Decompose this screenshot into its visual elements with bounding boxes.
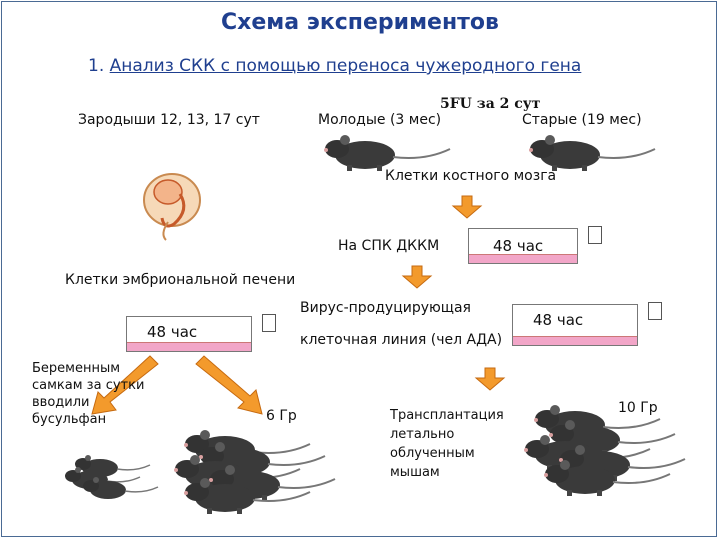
treatment-label: 5FU за 2 сут [440, 96, 540, 112]
culture-medium [127, 342, 251, 351]
section-number: 1. [88, 56, 104, 76]
dose-10gy-label: 10 Гр [618, 400, 658, 416]
embryo-image [144, 174, 200, 240]
pregnant-note-line: бусульфан [32, 411, 144, 428]
virus-line-label-2: клеточная линия (чел АДА) [300, 332, 502, 348]
young-mouse-image [324, 135, 450, 171]
old-mice-label: Старые (19 мес) [522, 112, 642, 128]
culture-medium [513, 336, 637, 345]
young-mice-label: Молодые (3 мес) [318, 112, 441, 128]
section-subtitle: 1. Анализ СКК с помощью переноса чужерод… [88, 56, 581, 76]
dish-lid-icon [262, 314, 276, 332]
culture-dish-1: 48 час [468, 228, 578, 264]
old-mouse-image [529, 135, 655, 171]
culture-dish-1-label: 48 час [493, 237, 543, 255]
transplant-note-line: летально [390, 425, 504, 444]
transplant-note-line: мышам [390, 463, 504, 482]
section-heading: Анализ СКК с помощью переноса чужеродног… [110, 56, 582, 76]
dish-lid-icon [648, 302, 662, 320]
dose-6gy-label: 6 Гр [266, 408, 297, 424]
fetal-liver-label: Клетки эмбриональной печени [65, 272, 295, 288]
recipient-mice-6gy [174, 430, 335, 514]
culture-dish-2-label: 48 час [147, 323, 197, 341]
pregnant-note-line: Беременным [32, 360, 144, 377]
culture-dish-3: 48 час [512, 304, 638, 346]
transplant-note-line: облученным [390, 444, 504, 463]
pregnant-note-line: самкам за сутки [32, 377, 144, 394]
dish-lid-icon [588, 226, 602, 244]
page-title: Схема экспериментов [0, 10, 720, 35]
embryos-label: Зародыши 12, 13, 17 сут [78, 112, 260, 128]
bone-marrow-label: Клетки костного мозга [385, 168, 556, 184]
cfu-label: На СПК ДККМ [338, 238, 439, 254]
culture-medium [469, 254, 577, 263]
recipient-mice-10gy [524, 405, 685, 496]
transplant-note-line: Трансплантация [390, 406, 504, 425]
virus-line-label-1: Вирус-продуцирующая [300, 300, 471, 316]
recipient-mice-small [65, 455, 158, 499]
transplant-note: Трансплантация летально облученным мышам [390, 406, 504, 482]
culture-dish-3-label: 48 час [533, 311, 583, 329]
pregnant-note: Беременным самкам за сутки вводили бусул… [32, 360, 144, 428]
pregnant-note-line: вводили [32, 394, 144, 411]
culture-dish-2: 48 час [126, 316, 252, 352]
